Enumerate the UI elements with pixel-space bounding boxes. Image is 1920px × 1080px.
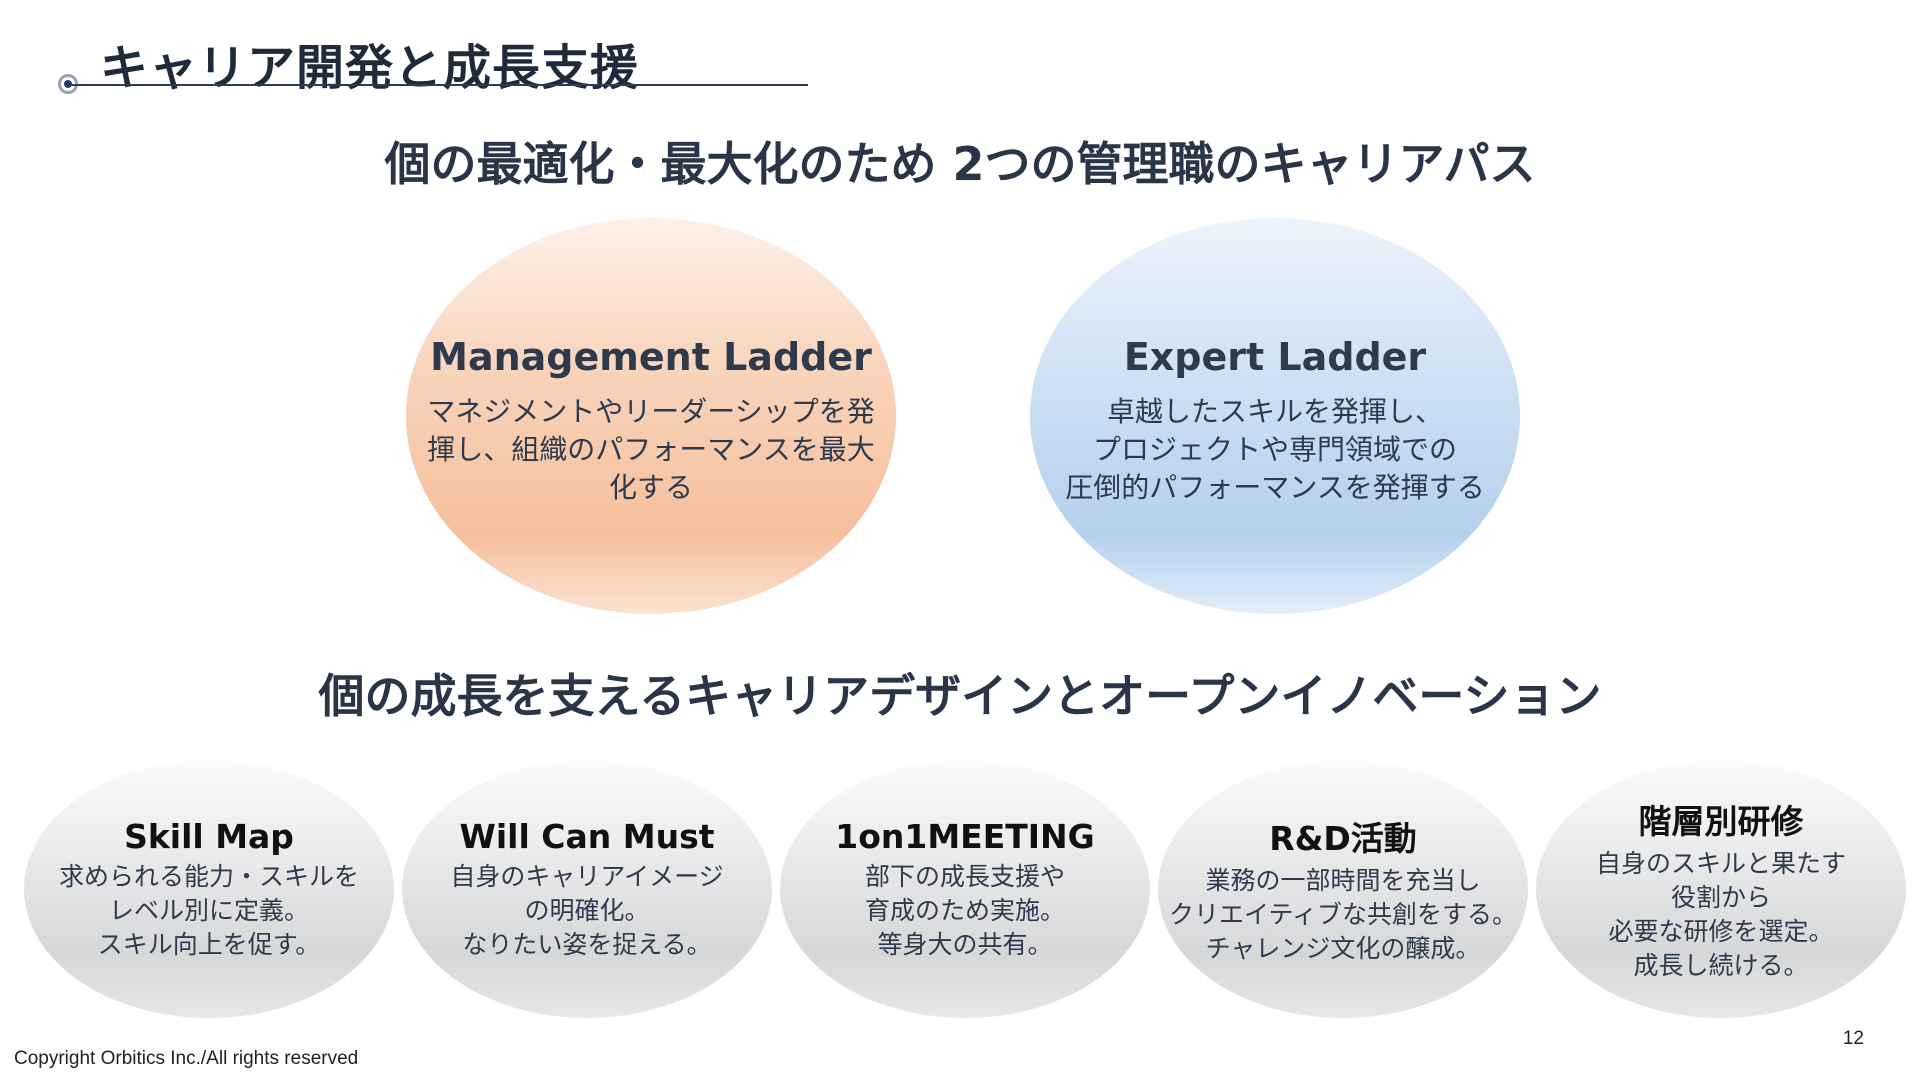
will-can-must-ellipse: Will Can Must 自身のキャリアイメージ の明確化。 なりたい姿を捉え… [402, 760, 772, 1018]
description-line: チャレンジ文化の醸成。 [1205, 934, 1481, 963]
rnd-activity-ellipse: R&D活動 業務の一部時間を充当し クリエイティブな共創をする。 チャレンジ文化… [1158, 760, 1528, 1018]
management-ladder-description: マネジメントやリーダーシップを発 揮し、組織のパフォーマンスを最大 化する [427, 393, 874, 507]
tiered-training-description: 自身のスキルと果たす 役割から 必要な研修を選定。 成長し続ける。 [1596, 847, 1846, 983]
page-number: 12 [1842, 1028, 1864, 1049]
one-on-one-meeting-title: 1on1MEETING [835, 816, 1095, 856]
expert-ladder-title: Expert Ladder [1123, 335, 1427, 379]
skill-map-description: 求められる能力・スキルを レベル別に定義。 スキル向上を促す。 [59, 860, 359, 962]
one-on-one-meeting-description: 部下の成長支援や 育成のため実施。 等身大の共有。 [865, 860, 1065, 962]
description-line: 自身のキャリアイメージ [450, 861, 724, 891]
description-line: 必要な研修を選定。 [1608, 917, 1834, 946]
will-can-must-description: 自身のキャリアイメージ の明確化。 なりたい姿を捉える。 [450, 860, 723, 962]
skill-map-title: Skill Map [124, 816, 294, 856]
description-line: 圧倒的パフォーマンスを発揮する [1065, 471, 1485, 504]
description-line: 部下の成長支援や [864, 861, 1065, 891]
description-line: 化する [608, 471, 693, 504]
description-line: 役割から [1670, 883, 1771, 912]
description-line: 業務の一部時間を充当し [1205, 866, 1481, 895]
description-line: なりたい姿を捉える。 [462, 929, 712, 959]
management-ladder-title: Management Ladder [430, 335, 872, 379]
expert-ladder-ellipse: Expert Ladder 卓越したスキルを発揮し、 プロジェクトや専門領域での… [1030, 218, 1520, 614]
tiered-training-title: 階層別研修 [1638, 802, 1804, 841]
will-can-must-title: Will Can Must [459, 816, 715, 856]
description-line: プロジェクトや専門領域での [1092, 433, 1457, 466]
description-line: マネジメントやリーダーシップを発 [427, 395, 875, 428]
title-underline [68, 84, 808, 86]
support-programs-row: Skill Map 求められる能力・スキルを レベル別に定義。 スキル向上を促す… [24, 760, 1914, 1020]
tiered-training-ellipse: 階層別研修 自身のスキルと果たす 役割から 必要な研修を選定。 成長し続ける。 [1536, 760, 1906, 1018]
career-design-heading: 個の成長を支えるキャリアデザインとオープンイノベーション [318, 669, 1602, 723]
description-line: 求められる能力・スキルを [58, 861, 359, 891]
rnd-activity-title: R&D活動 [1269, 819, 1417, 858]
description-line: 揮し、組織のパフォーマンスを最大 [427, 433, 875, 466]
management-ladder-ellipse: Management Ladder マネジメントやリーダーシップを発 揮し、組織… [406, 218, 896, 614]
expert-ladder-description: 卓越したスキルを発揮し、 プロジェクトや専門領域での 圧倒的パフォーマンスを発揮… [1065, 393, 1484, 507]
description-line: 自身のスキルと果たす [1595, 849, 1846, 878]
career-path-heading: 個の最適化・最大化のため 2つの管理職のキャリアパス [384, 137, 1536, 191]
skill-map-ellipse: Skill Map 求められる能力・スキルを レベル別に定義。 スキル向上を促す… [24, 760, 394, 1018]
description-line: 成長し続ける。 [1633, 951, 1809, 980]
slide-title: キャリア開発と成長支援 [100, 40, 640, 96]
rnd-activity-description: 業務の一部時間を充当し クリエイティブな共創をする。 チャレンジ文化の醸成。 [1169, 864, 1517, 966]
copyright-text: Copyright Orbitics Inc./All rights reser… [14, 1048, 359, 1069]
one-on-one-meeting-ellipse: 1on1MEETING 部下の成長支援や 育成のため実施。 等身大の共有。 [780, 760, 1150, 1018]
description-line: 等身大の共有。 [877, 929, 1053, 959]
description-line: 卓越したスキルを発揮し、 [1106, 395, 1443, 428]
description-line: レベル別に定義。 [108, 895, 309, 925]
description-line: の明確化。 [524, 895, 650, 925]
description-line: 育成のため実施。 [864, 895, 1065, 925]
description-line: スキル向上を促す。 [97, 929, 321, 959]
description-line: クリエイティブな共創をする。 [1168, 900, 1517, 929]
